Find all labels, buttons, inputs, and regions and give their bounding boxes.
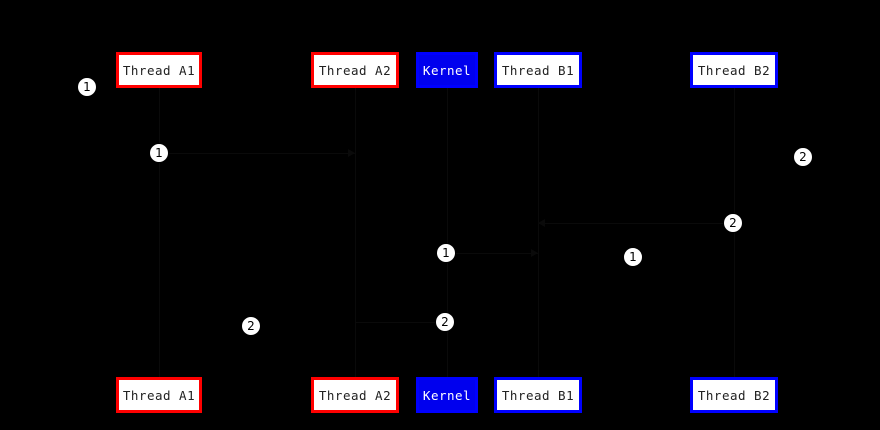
participant-label: Thread A2	[318, 62, 392, 78]
step-marker-1: 1	[77, 77, 97, 97]
participant-thread-b1-bottom[interactable]: Thread B1	[494, 377, 582, 413]
participant-label: Thread A1	[122, 62, 196, 78]
lifeline-thread-a2	[355, 88, 356, 377]
participant-thread-b1-top[interactable]: Thread B1	[494, 52, 582, 88]
participant-label: Thread B2	[697, 387, 771, 403]
message-2-arrowhead	[538, 219, 545, 227]
participant-thread-a1-top[interactable]: Thread A1	[116, 52, 202, 88]
participant-label: Thread A2	[318, 387, 392, 403]
lifeline-kernel	[447, 88, 448, 377]
participant-label: Kernel	[422, 387, 472, 403]
participant-kernel-bottom[interactable]: Kernel	[416, 377, 478, 413]
message-3-arrowhead	[531, 249, 538, 257]
message-1-line	[159, 153, 355, 154]
step-marker-5: 1	[436, 243, 456, 263]
participant-thread-a2-top[interactable]: Thread A2	[311, 52, 399, 88]
participant-thread-b2-bottom[interactable]: Thread B2	[690, 377, 778, 413]
step-marker-6: 1	[623, 247, 643, 267]
step-marker-7: 2	[241, 316, 261, 336]
participant-thread-b2-top[interactable]: Thread B2	[690, 52, 778, 88]
participant-thread-a1-bottom[interactable]: Thread A1	[116, 377, 202, 413]
step-marker-4: 2	[723, 213, 743, 233]
participant-label: Thread B2	[697, 62, 771, 78]
participant-label: Thread A1	[122, 387, 196, 403]
participant-thread-a2-bottom[interactable]: Thread A2	[311, 377, 399, 413]
message-2-line	[538, 223, 734, 224]
participant-label: Thread B1	[501, 62, 575, 78]
lifeline-thread-a1	[159, 88, 160, 377]
participant-kernel-top[interactable]: Kernel	[416, 52, 478, 88]
message-1-arrowhead	[348, 149, 355, 157]
step-marker-2: 1	[149, 143, 169, 163]
participant-label: Thread B1	[501, 387, 575, 403]
step-marker-3: 2	[793, 147, 813, 167]
message-3-line	[447, 253, 538, 254]
message-4-line	[355, 322, 447, 323]
lifeline-thread-b1	[538, 88, 539, 377]
step-marker-8: 2	[435, 312, 455, 332]
participant-label: Kernel	[422, 62, 472, 78]
